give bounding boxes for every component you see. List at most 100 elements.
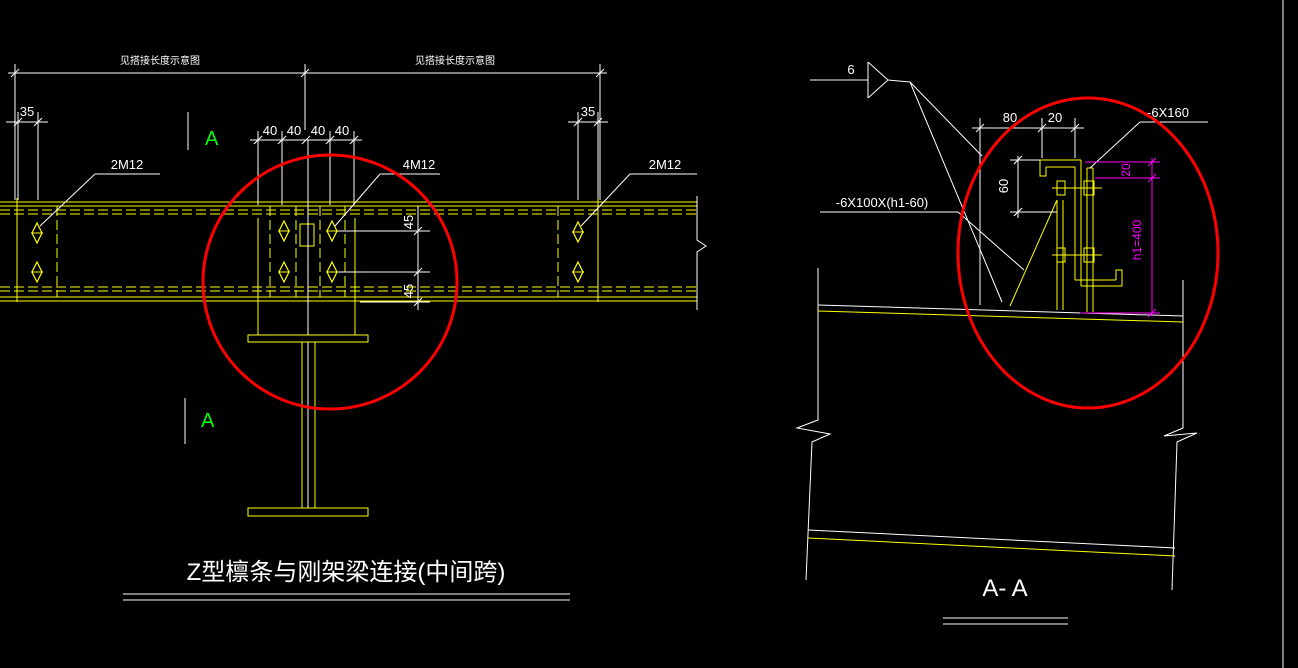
leader-line (957, 211, 1025, 271)
bolt-label: 4M12 (403, 157, 436, 172)
section-title: A- A (982, 575, 1027, 602)
horizontal-dimension-80-20: 80 20 (972, 110, 1084, 305)
bolt-symbol (30, 222, 44, 244)
dimension-text-35: 35 (581, 104, 595, 119)
beam-top-line (817, 304, 1184, 317)
dimension-tick (975, 123, 985, 133)
bolt-leader-right: 2M12 (580, 157, 697, 227)
highlight-circle (201, 153, 459, 411)
purlin-bottom-lip (1115, 269, 1123, 286)
connection-plate-section (1086, 167, 1094, 312)
dimension-text-40: 40 (263, 123, 277, 138)
weld-size-text: 6 (847, 62, 854, 77)
leader-line (334, 173, 381, 227)
lap-length-note-right: 见搭接长度示意图 (415, 54, 495, 67)
dimension-tick (1147, 157, 1157, 167)
fillet-weld-triangle (867, 61, 889, 99)
dimension-tick (595, 68, 605, 78)
leader-line (1089, 121, 1141, 169)
weld-symbol: 6 (810, 61, 1003, 303)
edge-distance-dimension-left: 35 (6, 104, 48, 200)
beam-break-edge-right (1163, 280, 1198, 591)
dimension-tick (301, 135, 311, 145)
beam-break-edge-left (795, 268, 832, 581)
bolt-symbol (30, 261, 44, 283)
dimension-tick (1037, 123, 1047, 133)
plan-view-purlin-connection: 见搭接长度示意图 见搭接长度示意图 35 35 (0, 54, 707, 601)
dimension-tick (593, 117, 603, 127)
section-marker-bottom: A (184, 398, 215, 444)
bolt-leader-left: 2M12 (39, 157, 160, 227)
plate-label-leader: -6X160 (1089, 105, 1208, 169)
dimension-tick (573, 117, 583, 127)
dimension-tick (325, 135, 335, 145)
section-marker-top: A (187, 112, 219, 150)
dimension-text-60: 60 (996, 179, 1011, 193)
lap-length-note-left: 见搭接长度示意图 (120, 54, 200, 67)
highlight-circle (956, 96, 1220, 410)
dimension-tick (1013, 155, 1023, 165)
dimension-tick (10, 68, 20, 78)
bolt-edge-dimension-45: 45 45 (338, 206, 430, 310)
frame-beam-section (247, 334, 369, 517)
bolt-nut (1083, 180, 1095, 196)
beam-bottom-flange (247, 507, 369, 517)
dimension-text-45: 45 (401, 284, 416, 298)
section-letter: A (205, 128, 219, 150)
dimension-tick (1147, 308, 1157, 318)
dimension-tick (277, 135, 287, 145)
bolt-symbol (277, 220, 291, 242)
height-dimension-h1: 20 h1=400 (1080, 157, 1160, 318)
dimension-text-45: 45 (401, 215, 416, 229)
dimension-tick (13, 117, 23, 127)
bolt-leader-middle: 4M12 (334, 157, 440, 227)
stiffener-label-leader: -6X100X(h1-60) (820, 195, 1025, 271)
purlin-top-lip (1039, 160, 1047, 177)
dimension-tick (1147, 173, 1157, 183)
dimension-text-40: 40 (311, 123, 325, 138)
plate-label: -6X160 (1147, 105, 1189, 120)
dimension-tick (33, 117, 43, 127)
drawing-title: Z型檩条与刚架梁连接(中间跨) (187, 559, 506, 586)
dimension-tick (413, 297, 423, 307)
connection-plate-plan (257, 140, 356, 335)
leader-line (39, 173, 96, 227)
edge-distance-dimension-right: 35 (568, 104, 608, 200)
stiffener-slope-edge (1009, 199, 1058, 307)
dimension-text-35: 35 (20, 104, 34, 119)
dimension-tick (349, 135, 359, 145)
dimension-tick (413, 267, 423, 277)
dimension-text-40: 40 (335, 123, 349, 138)
weld-leader-line (909, 81, 1003, 303)
bolt-section-top (1052, 180, 1102, 196)
section-letter: A (201, 410, 215, 432)
weld-reference-line (887, 79, 911, 83)
dimension-tick (300, 68, 310, 78)
break-line (696, 196, 707, 310)
bolt-symbol (571, 261, 585, 283)
z-purlin-section (1039, 159, 1123, 287)
dimension-tick (1070, 123, 1080, 133)
vertical-dimension-60: 60 (996, 155, 1057, 218)
beam-top-flange-line (817, 310, 1184, 323)
dimension-text-20: 20 (1048, 110, 1062, 125)
dimension-tick (253, 135, 263, 145)
bolt-symbol (277, 261, 291, 283)
beam-bottom-flange-line (807, 537, 1176, 557)
weld-leader-line (909, 81, 983, 157)
dimension-tick (413, 226, 423, 236)
bolt-spacing-dimension: 40 40 40 40 (250, 123, 362, 205)
dimension-text-80: 80 (1003, 110, 1017, 125)
z-purlin-plan (0, 196, 707, 310)
stiffener-label: -6X100X(h1-60) (836, 195, 929, 210)
bolt-section-bottom (1052, 247, 1102, 263)
drawing-title-plan: Z型檩条与刚架梁连接(中间跨) (123, 559, 570, 601)
bolt-head (1056, 180, 1066, 196)
h1-dimension-text: h1=400 (1130, 219, 1144, 260)
beam-bottom-line (807, 529, 1176, 549)
bolt-symbol (325, 261, 339, 283)
overall-dimension: 见搭接长度示意图 见搭接长度示意图 (8, 54, 607, 200)
bolt-head (1056, 247, 1066, 263)
dimension-text-20: 20 (1119, 163, 1133, 177)
